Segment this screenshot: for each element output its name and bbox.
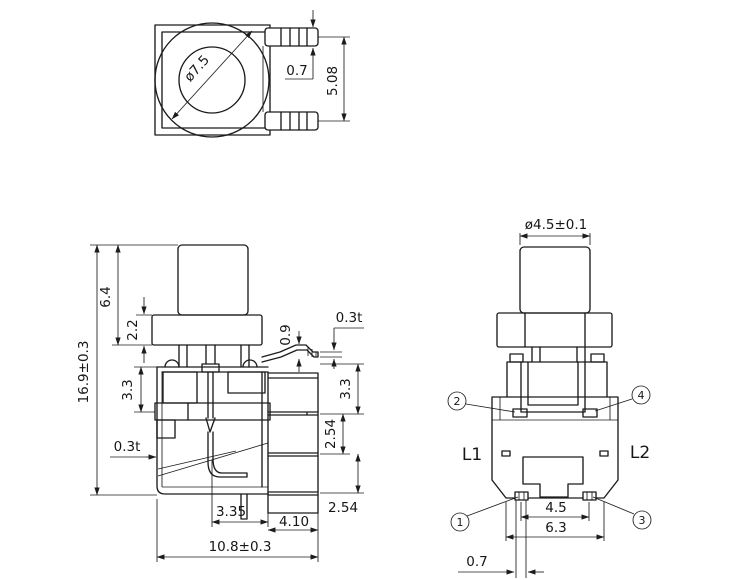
section-diagonals bbox=[157, 442, 269, 477]
bottom-cavity bbox=[522, 456, 584, 498]
upper-contact-right bbox=[582, 408, 598, 418]
dim-pin-span-outer: 6.3 bbox=[545, 520, 566, 536]
bottom-pin-right bbox=[582, 491, 597, 501]
callout-3-number: 3 bbox=[639, 514, 646, 527]
pin-width-ext-lines bbox=[515, 500, 527, 578]
dim-lead-bend-height: 0.9 bbox=[278, 324, 294, 345]
dim-lead-row-gap-top: 3.3 bbox=[338, 378, 354, 399]
side-view: ø4.5±0.1 L1 L2 2 4 1 bbox=[447, 217, 652, 578]
callout-3-circle bbox=[632, 510, 652, 530]
side-plunger bbox=[519, 246, 591, 314]
cover-tab-left bbox=[509, 353, 524, 363]
center-terminal-j bbox=[207, 431, 248, 478]
side-stems bbox=[531, 346, 586, 363]
label-lamp-right: L2 bbox=[630, 443, 650, 463]
lamp-pad-left bbox=[501, 450, 511, 457]
stem-collar bbox=[201, 363, 220, 373]
dim-lead-thickness: 0.3t bbox=[336, 310, 363, 326]
bottom-pin-hatch bbox=[280, 111, 308, 131]
callout-1-leader bbox=[466, 496, 519, 517]
dim-lead-row-pitch-mid: 2.54 bbox=[323, 419, 339, 449]
cap-flange-outline bbox=[151, 314, 263, 346]
dim-pin-pitch: 5.08 bbox=[325, 66, 341, 96]
side-body-seam bbox=[492, 397, 618, 421]
bottom-pin-right-hatch bbox=[586, 492, 593, 500]
front-section-view: 16.9±0.3 6.4 2.2 3.3 0.3t 0.9 0.3t 3.3 2… bbox=[76, 244, 364, 562]
stem-cap-ext-lines bbox=[112, 314, 152, 346]
dim-base-inner-width: 3.35 bbox=[216, 504, 246, 520]
upper-body-ext-lines bbox=[134, 366, 157, 413]
lead-thickness-leader bbox=[320, 327, 364, 358]
terminal-rows bbox=[267, 411, 319, 496]
callout-4-leader bbox=[594, 398, 633, 412]
callout-4-circle bbox=[631, 385, 651, 405]
inner-block-left bbox=[162, 371, 198, 404]
stem-lower-contact bbox=[205, 371, 216, 433]
cover-frame-inner-u bbox=[520, 361, 586, 413]
overall-width-ext-lines bbox=[156, 499, 319, 562]
bent-lead-tip-hatch bbox=[307, 347, 317, 357]
dome-contacts bbox=[164, 359, 258, 368]
side-body-outline bbox=[491, 396, 619, 499]
bent-lead bbox=[261, 344, 319, 363]
center-peg bbox=[240, 493, 248, 520]
dim-overall-width: 10.8±0.3 bbox=[209, 539, 272, 555]
cover-tab-right bbox=[590, 353, 605, 363]
dim-knob-diameter: ø7.5 bbox=[181, 52, 213, 85]
base-step-left bbox=[156, 419, 176, 439]
plunger-dim-ext bbox=[519, 233, 591, 245]
cap-posts bbox=[178, 344, 250, 368]
bottom-pin-left bbox=[514, 491, 529, 501]
dim-lead-row-pitch-bottom: 2.54 bbox=[328, 500, 358, 516]
upper-contact-left bbox=[512, 408, 528, 418]
dim-pin-span-inner: 4.5 bbox=[545, 500, 566, 516]
callout-1-circle bbox=[450, 512, 470, 532]
top-view: ø7.5 0.7 5.08 bbox=[154, 10, 350, 138]
dim-wall-thickness: 0.3t bbox=[114, 439, 141, 455]
callout-4-number: 4 bbox=[638, 389, 645, 402]
callout-2-leader bbox=[465, 403, 516, 413]
callout-3-leader bbox=[592, 496, 635, 515]
callout-2-number: 2 bbox=[454, 395, 461, 408]
lamp-pad-right bbox=[599, 450, 609, 457]
right-wall-section bbox=[267, 372, 319, 514]
dim-base-lip-width: 4.10 bbox=[279, 514, 309, 530]
side-cap bbox=[496, 312, 613, 348]
plunger-outline bbox=[177, 244, 249, 316]
bottom-pin-left-hatch bbox=[518, 492, 525, 500]
body-left-bottom-outline bbox=[156, 366, 269, 495]
dim-plunger-diameter: ø4.5±0.1 bbox=[525, 217, 588, 233]
top-pin bbox=[264, 27, 319, 47]
cover-frame bbox=[506, 361, 608, 398]
callout-2-circle bbox=[447, 391, 467, 411]
dim-upper-body-height: 3.3 bbox=[120, 379, 136, 400]
top-pin-hatch bbox=[280, 27, 308, 47]
knob-diameter-dim-line bbox=[171, 30, 253, 120]
dim-stem-height: 6.4 bbox=[98, 286, 114, 307]
body-top-lines bbox=[156, 366, 269, 373]
callout-1-number: 1 bbox=[457, 516, 464, 529]
stem-upper bbox=[205, 344, 216, 365]
dim-overall-height: 16.9±0.3 bbox=[76, 341, 92, 404]
knob-outer-circle bbox=[154, 22, 270, 138]
dim-side-pin-width: 0.7 bbox=[466, 554, 487, 570]
inner-block-right bbox=[227, 371, 266, 394]
side-cap-facets bbox=[524, 312, 586, 348]
body-right-walls bbox=[261, 371, 269, 514]
dim-cap-height: 2.2 bbox=[125, 319, 141, 340]
bottom-pin bbox=[264, 111, 319, 131]
label-lamp-left: L1 bbox=[462, 445, 482, 465]
dim-pin-width: 0.7 bbox=[286, 63, 307, 79]
overall-height-ext bbox=[90, 244, 178, 496]
